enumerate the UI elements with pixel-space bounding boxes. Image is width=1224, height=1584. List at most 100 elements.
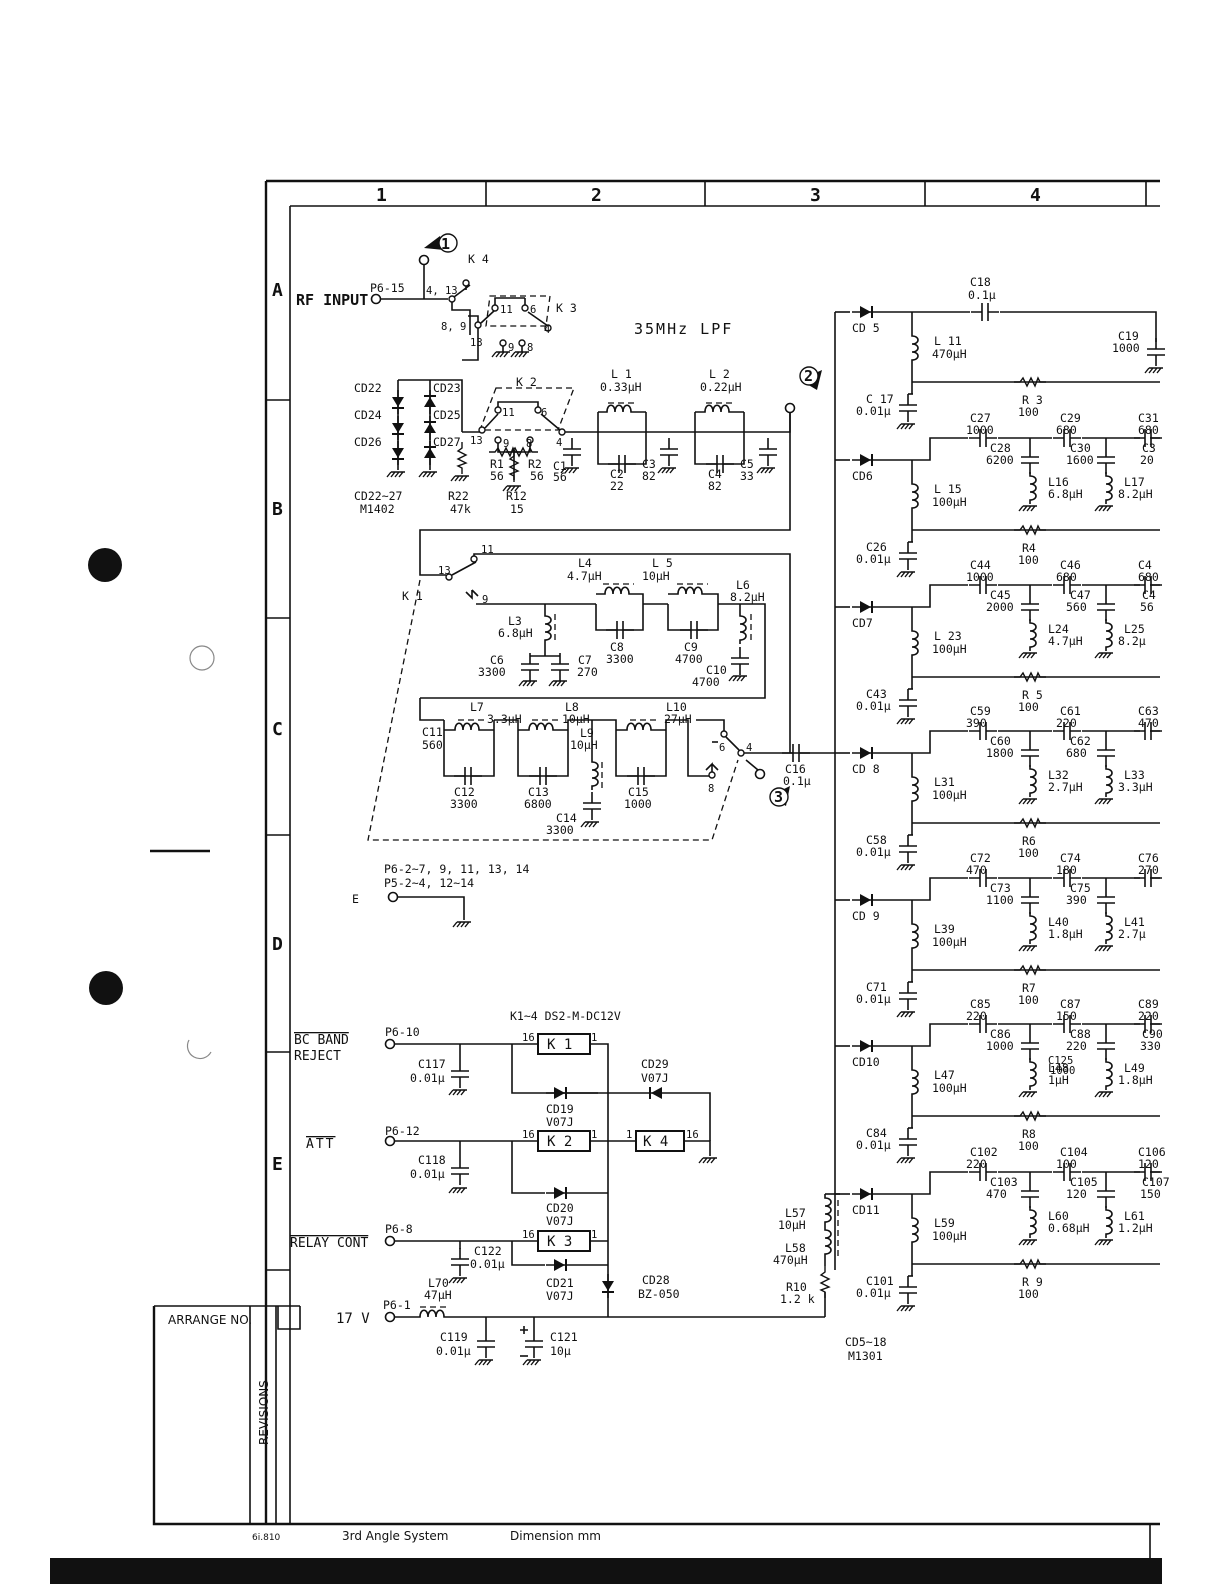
- bank-6-cb-label: C104: [1060, 1145, 1088, 1159]
- c16-value: 0.1μ: [783, 774, 811, 788]
- c8-label: C8: [610, 640, 624, 654]
- l3-value: 6.8μH: [498, 626, 533, 640]
- bank-5-s3-value: 330: [1140, 1039, 1161, 1053]
- l57-value: 10μH: [778, 1218, 806, 1232]
- bank-4-cd-label: CD 9: [852, 909, 880, 923]
- bank-2-gnd: [896, 718, 916, 725]
- l2-label: L 2: [709, 367, 730, 381]
- bank-4-r-label: R7: [1022, 981, 1036, 995]
- ground-terminal: [387, 891, 472, 928]
- bank-4-lb: [1105, 911, 1113, 945]
- l10-value: 27μH: [664, 712, 692, 726]
- l70-label: L70: [428, 1276, 449, 1290]
- bank-0-choke: [911, 331, 919, 365]
- c119-label: C119: [440, 1330, 468, 1344]
- l3-label: L3: [508, 614, 522, 628]
- bank-4-cb-label: C74: [1060, 851, 1081, 865]
- bank-5-s1-value: 1000: [986, 1039, 1014, 1053]
- relay-k2-coil-label: K 2: [547, 1134, 572, 1150]
- cd20-value: V07J: [546, 1214, 574, 1228]
- c3-value: 82: [642, 469, 656, 483]
- bank-6-la-value: 0.68μH: [1048, 1221, 1090, 1235]
- bank-3-s1-value: 1800: [986, 746, 1014, 760]
- relay-control-section: [384, 1038, 840, 1366]
- bank-6-s1-value: 470: [986, 1187, 1007, 1201]
- bank-2-cc-value: 680: [1138, 570, 1159, 584]
- att-pin: P6-12: [385, 1124, 420, 1138]
- c122-value: 0.01μ: [470, 1257, 505, 1271]
- relay-k2-name: K 2: [516, 375, 537, 389]
- bank-1-s1-value: 6200: [986, 453, 1014, 467]
- k2-pin-6: 6: [541, 407, 547, 419]
- att-label: ATT: [306, 1137, 335, 1152]
- bank-5-la-gnd: [1018, 1091, 1038, 1098]
- bank-2-lb-value: 8.2μ: [1118, 634, 1146, 648]
- rf-input-label: RF INPUT: [296, 291, 368, 309]
- cd21-label: CD21: [546, 1276, 574, 1290]
- bank-3-choke: [911, 772, 919, 806]
- bank-1-la-gnd: [1018, 505, 1038, 512]
- bank-2-s2: [1096, 592, 1116, 622]
- relay-k1-coil: [537, 1033, 591, 1055]
- c121-value: 10μ: [550, 1344, 571, 1358]
- bank-3-lb-label: L33: [1124, 768, 1145, 782]
- bank-1-cc-label: C31: [1138, 411, 1159, 425]
- bank-1-cb-label: C29: [1060, 411, 1081, 425]
- relay-k1-name: K 1: [402, 589, 423, 603]
- bank-5-cg-label: C84: [866, 1126, 887, 1140]
- filter-k1-section: [367, 412, 835, 841]
- bank-6-cb-value: 100: [1056, 1157, 1077, 1171]
- bank-4-cc-label: C76: [1138, 851, 1159, 865]
- bank-3-ca-label: C59: [970, 704, 991, 718]
- bank-2-choke: [911, 626, 919, 660]
- bank-6-diode: [851, 1187, 881, 1201]
- bank-5-ca-label: C85: [970, 997, 991, 1011]
- v17-pin: P6-1: [383, 1298, 411, 1312]
- c11-label: C11: [422, 725, 443, 739]
- grid-col-1: 1: [376, 185, 387, 206]
- bank-2-cap-gnd: [898, 688, 918, 718]
- r22-label: R22: [448, 489, 469, 503]
- bank-2-l-value: 100μH: [932, 642, 967, 656]
- bank-1-cg-value: 0.01μ: [856, 552, 891, 566]
- bank-2-l-label: L 23: [934, 629, 962, 643]
- bank-1-s3-label: C3: [1142, 441, 1156, 455]
- cd20-label: CD20: [546, 1201, 574, 1215]
- relay-cont-label: RELAY CONT: [290, 1236, 368, 1251]
- bank-3-l-label: L31: [934, 775, 955, 789]
- bank-5-lb-gnd: [1094, 1091, 1114, 1098]
- l2-value: 0.22μH: [700, 380, 742, 394]
- bank-6-la-gnd: [1018, 1239, 1038, 1246]
- c10-value: 4700: [692, 675, 720, 689]
- bank-6-l-label: L59: [934, 1216, 955, 1230]
- v17-label: 17 V: [336, 1311, 370, 1327]
- bank-4-cap-gnd: [898, 981, 918, 1011]
- bank-4-s1-label: C73: [990, 881, 1011, 895]
- rf-input-section: [370, 233, 552, 361]
- bank-5-s4-label: C125: [1048, 1055, 1073, 1067]
- bank-6-la: [1029, 1205, 1037, 1239]
- bank-3-lb-value: 3.3μH: [1118, 780, 1153, 794]
- relay-k1-coil-label: K 1: [547, 1037, 572, 1053]
- bank-5-cb-value: 150: [1056, 1009, 1077, 1023]
- arrange-no-label: ARRANGE NO.: [168, 1313, 252, 1327]
- bank-5-la: [1029, 1057, 1037, 1091]
- cd29-label: CD29: [641, 1057, 669, 1071]
- c119-value: 0.01μ: [436, 1344, 471, 1358]
- bank-1-la: [1029, 471, 1037, 505]
- cd5-18-part: M1301: [848, 1349, 883, 1363]
- relay-k4-coil: [635, 1130, 685, 1152]
- bank-4-s2-label: C75: [1070, 881, 1091, 895]
- cd19-value: V07J: [546, 1115, 574, 1129]
- bank-2-s2-label: C47: [1070, 588, 1091, 602]
- cd25-label: CD25: [433, 408, 461, 422]
- bank-4-choke: [911, 919, 919, 953]
- bank-5-ca-value: 220: [966, 1009, 987, 1023]
- c8-value: 3300: [606, 652, 634, 666]
- bank-6-s2: [1096, 1179, 1116, 1209]
- bank-6-s2-label: C105: [1070, 1175, 1098, 1189]
- sw-pin-8: 8: [708, 783, 714, 795]
- k1-pin-11: 11: [481, 544, 494, 556]
- c15-label: C15: [628, 785, 649, 799]
- c2-value: 22: [610, 479, 624, 493]
